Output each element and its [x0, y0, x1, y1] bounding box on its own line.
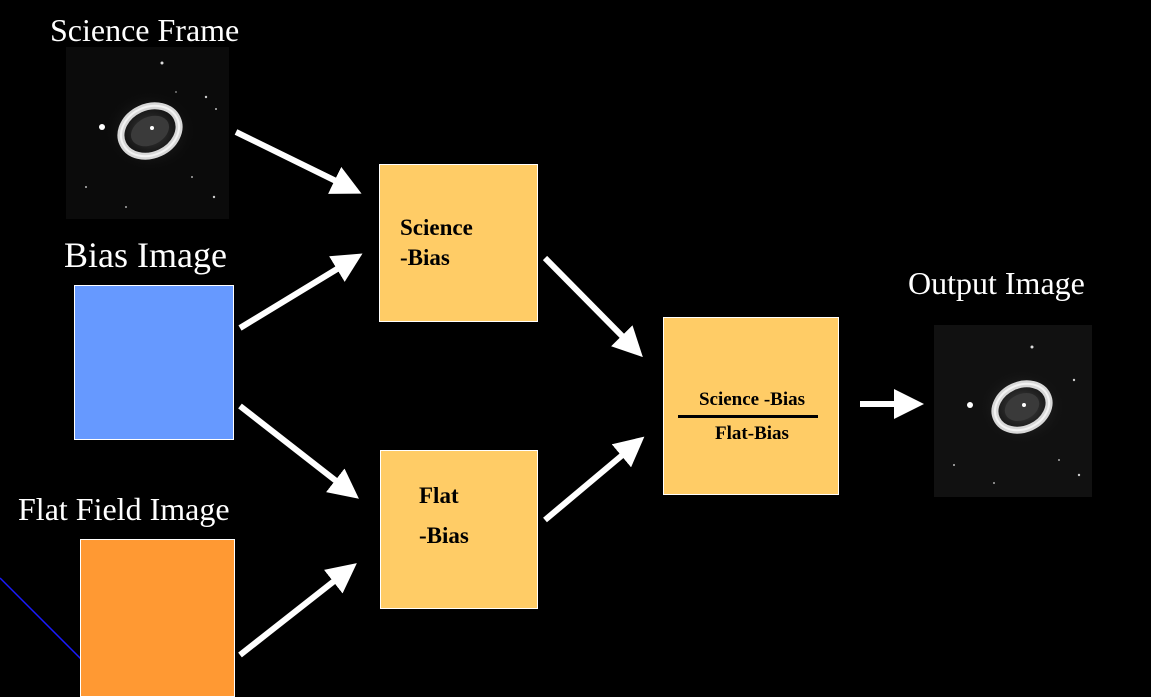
science-frame-image [66, 47, 229, 219]
arrow-flat-to-flatsub [238, 563, 357, 658]
ratio-numerator: Science -Bias [698, 389, 806, 410]
arrow-flatsub-to-ratio [543, 436, 645, 523]
science-minus-bias-box: Science -Bias [379, 164, 538, 322]
bias-image-label: Bias Image [64, 235, 227, 275]
flat-minus-bias-box: Flat -Bias [380, 450, 538, 609]
arrow-science-to-sub [234, 129, 362, 194]
bias-image-swatch [74, 285, 234, 440]
science-frame-label: Science Frame [50, 12, 240, 48]
science-minus-bias-line1: Science [400, 215, 473, 240]
fraction-bar [678, 415, 818, 418]
arrow-bias-to-flat [238, 403, 359, 499]
output-image [934, 325, 1092, 497]
output-image-label: Output Image [908, 265, 1085, 301]
ratio-denominator: Flat-Bias [715, 423, 789, 444]
flat-field-image-swatch [80, 539, 235, 697]
arrow-bias-to-sub [238, 253, 363, 331]
arrow-sub-to-ratio [542, 255, 643, 358]
science-minus-bias-line2: -Bias [400, 245, 450, 270]
flat-minus-bias-line1: Flat [419, 483, 459, 508]
flat-field-image-label: Flat Field Image [18, 491, 230, 527]
flat-minus-bias-line2: -Bias [419, 523, 469, 548]
ratio-box: Science -Bias Flat-Bias [663, 317, 839, 495]
